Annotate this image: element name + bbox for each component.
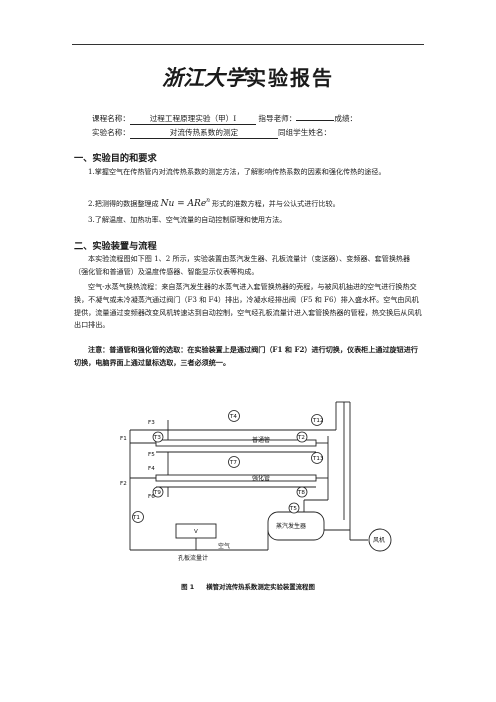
label-t3: T3	[153, 435, 161, 441]
label-f6: F6	[148, 494, 155, 500]
meta-row-experiment: 实验名称：对流传热系数的测定同组学生姓名：	[92, 127, 331, 139]
experiment-label: 实验名称：	[92, 128, 130, 137]
label-f5: F5	[148, 452, 155, 458]
label-f2: F2	[120, 481, 127, 487]
item-2-tail: 形式的准数方程，并与公认式进行比较。	[212, 199, 340, 208]
label-enhanced-pipe: 强化管	[252, 474, 270, 482]
score-label: 成绩：	[334, 114, 358, 123]
label-air: 空气	[218, 542, 230, 550]
experiment-value: 对流传热系数的测定	[129, 127, 278, 139]
label-t1: T1	[132, 515, 140, 521]
figure-caption-text: 横管对流传热系数测定实验装置流程图	[206, 583, 315, 591]
label-t2: T2	[297, 435, 305, 441]
section-2-para-1: 本实验流程图如下图 1、2 所示，实验装置由蒸汽发生器、孔板流量计（变送器）、变…	[74, 254, 411, 276]
report-title: 浙江大学实验报告	[0, 62, 496, 92]
label-fan: 风机	[373, 536, 385, 544]
section-1-item-1: 1.掌握空气在传热管内对流传热系数的测定方法，了解影响传热系数的因素和强化传热的…	[88, 167, 386, 176]
course-value: 过程工程原理实验（甲）Ⅰ	[129, 113, 256, 125]
section-1-item-3: 3.了解温度、加热功率、空气流量的自动控制原理和使用方法。	[88, 215, 287, 224]
section-2-para-2: 空气-水蒸气换热流程：来自蒸汽发生器的水蒸气进入套管换热器的壳程，与被风机抽进的…	[74, 282, 422, 330]
course-label: 课程名称：	[92, 114, 130, 123]
section-1-heading: 一、实验目的和要求	[74, 153, 157, 164]
section-2-note: 注意：普通管和强化管的选取：在实验装置上是通过阀门（F1 和 F2）进行切换，仪…	[74, 345, 418, 367]
meta-row-course: 课程名称：过程工程原理实验（甲）Ⅰ 指导老师： 成绩：	[92, 113, 357, 125]
report-title-text: 实验报告	[246, 66, 334, 90]
label-t7: T7	[229, 460, 237, 466]
nu-formula: Nu = ARen	[160, 197, 211, 209]
label-steam-generator: 蒸汽发生器	[276, 522, 306, 530]
label-t9: T9	[153, 490, 161, 496]
label-t12: T12	[312, 418, 324, 424]
partner-label: 同组学生姓名：	[277, 128, 332, 137]
label-f3: F3	[148, 420, 155, 426]
label-t8: T8	[297, 490, 305, 496]
figure-number: 图 1	[181, 583, 195, 591]
figure-caption: 图 1 横管对流传热系数测定实验装置流程图	[0, 582, 496, 591]
label-t13: T13	[312, 456, 324, 462]
label-orifice: 孔板流量计	[178, 554, 208, 562]
label-normal-pipe: 普通管	[252, 436, 270, 444]
university-calligraphy: 浙江大学	[162, 65, 246, 90]
process-flow-diagram: T4 F3 F1 T3 T2 T12 普通管 F5 F4 T7 T13 强化管 …	[120, 401, 392, 562]
item-2-lead: 2.把测得的数据整理成	[88, 199, 159, 208]
label-f1: F1	[120, 436, 127, 442]
label-v: V	[194, 529, 198, 535]
teacher-label: 指导老师：	[258, 114, 297, 123]
header-rule	[72, 44, 424, 45]
teacher-value	[296, 120, 335, 121]
label-t5: T5	[289, 506, 297, 512]
label-t4: T4	[229, 414, 237, 420]
section-2-heading: 二、实验装置与流程	[74, 241, 157, 252]
label-f4: F4	[148, 466, 155, 472]
